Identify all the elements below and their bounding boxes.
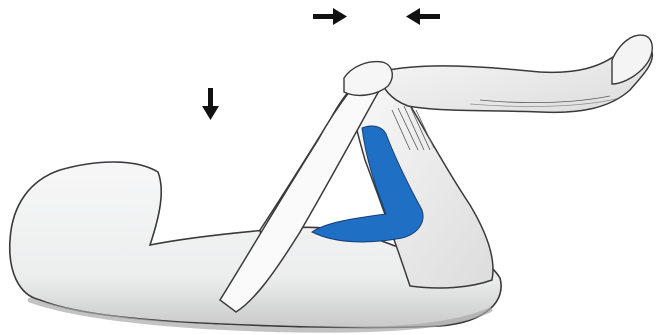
arrow-left-icon	[406, 8, 440, 25]
arrow-right-icon	[313, 8, 347, 25]
foot	[612, 35, 652, 84]
arrow-down-icon	[202, 88, 219, 120]
